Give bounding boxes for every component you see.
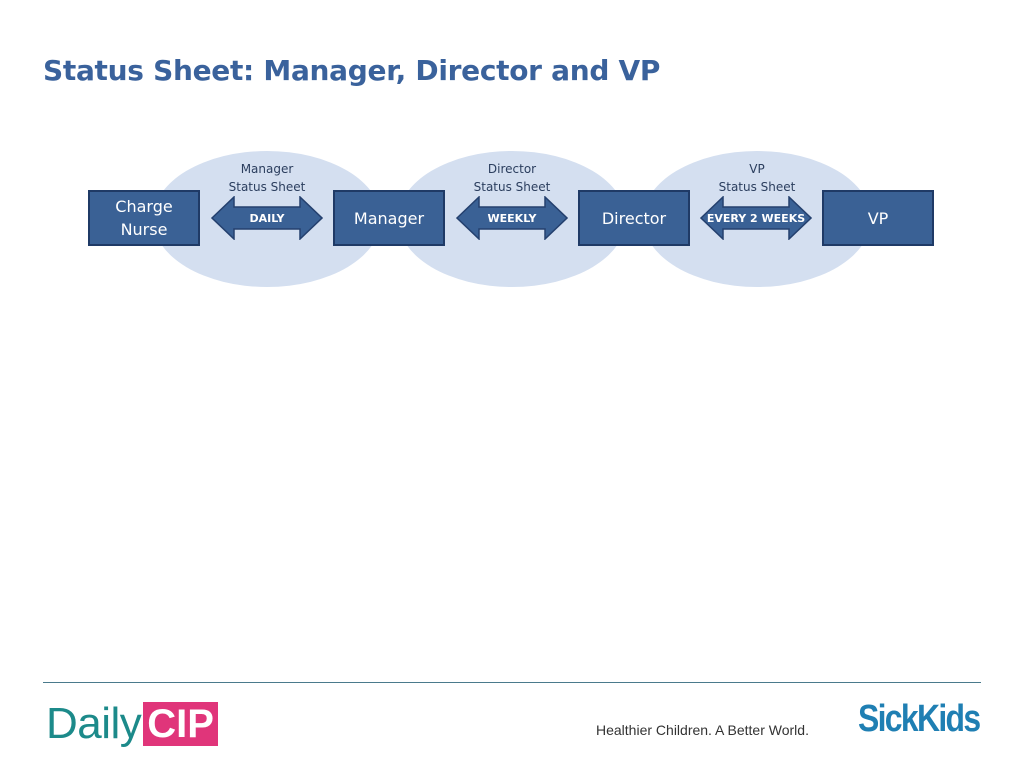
director-box-label: Director: [601, 208, 667, 228]
footer-divider: [43, 682, 981, 683]
every-2-weeks-frequency-label: EVERY 2 WEEKS: [706, 212, 806, 225]
daily-frequency-label: DAILY: [249, 212, 285, 225]
manager-status-sheet-label-line1: Manager: [240, 162, 294, 176]
director-status-sheet-label: Director Status Sheet: [452, 160, 572, 196]
manager-box: Manager: [333, 190, 445, 246]
manager-status-sheet-label-line2: Status Sheet: [228, 180, 306, 194]
every-2-weeks-double-arrow: [700, 196, 812, 240]
director-status-sheet-label-line1: Director: [487, 162, 537, 176]
vp-status-sheet-label-line1: VP: [749, 162, 765, 176]
dailycip-logo-daily: Daily: [46, 699, 142, 748]
weekly-double-arrow: [456, 196, 568, 240]
footer-tagline: Healthier Children. A Better World.: [596, 722, 809, 738]
vp-box: VP: [822, 190, 934, 246]
charge-nurse-box: Charge Nurse: [88, 190, 200, 246]
director-status-sheet-label-line2: Status Sheet: [473, 180, 551, 194]
vp-box-label: VP: [867, 208, 889, 228]
charge-nurse-box-line1: Charge: [115, 197, 173, 216]
page-title: Status Sheet: Manager, Director and VP: [43, 54, 661, 87]
manager-status-sheet-label: Manager Status Sheet: [207, 160, 327, 196]
vp-status-sheet-label-line2: Status Sheet: [718, 180, 796, 194]
vp-status-sheet-label: VP Status Sheet: [697, 160, 817, 196]
manager-box-label: Manager: [353, 208, 425, 228]
director-box: Director: [578, 190, 690, 246]
weekly-frequency-label: WEEKLY: [487, 212, 537, 225]
dailycip-logo-cip: CIP: [143, 702, 218, 746]
sickkids-logo: SickKids: [858, 698, 981, 740]
daily-double-arrow: [211, 196, 323, 240]
charge-nurse-box-line2: Nurse: [120, 220, 168, 239]
